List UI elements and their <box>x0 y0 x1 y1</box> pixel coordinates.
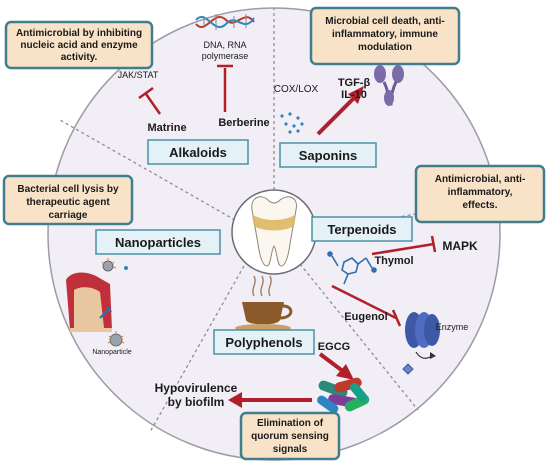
tgf-label: TGF-β <box>338 77 371 89</box>
saponins-effect-line-1: Microbial cell death, anti- <box>325 16 444 27</box>
terpenoids-label: Terpenoids <box>327 222 396 237</box>
alkaloids-label: Alkaloids <box>169 145 227 160</box>
antibody-receptor-icon <box>374 65 404 106</box>
hypovirulence-line-2: by biofilm <box>168 395 225 409</box>
saponins-effect-line-2: inflammatory, immune <box>332 29 438 40</box>
molecule-icon <box>327 251 377 285</box>
nanoparticles-effect-line-1: Bacterial cell lysis by <box>17 184 119 195</box>
saponin-dots-icon <box>280 112 304 134</box>
nanoparticles-effect-line-2: therapeutic agent <box>26 197 110 208</box>
alkaloids-effect-line-2: nucleic acid and enzyme <box>20 40 138 51</box>
nanoparticles-effect-box <box>2 174 134 226</box>
terpenoids-effect-line-2: inflammatory, <box>448 187 513 198</box>
alkaloids-effect-line-1: Antimicrobial by inhibiting <box>16 28 142 39</box>
saponins-effect-box <box>309 6 461 66</box>
alkaloids-effect-box <box>4 20 154 70</box>
polyphenols-label: Polyphenols <box>225 335 302 350</box>
saponins-arrow <box>316 86 364 136</box>
polyphenols-effect-line-3: signals <box>273 444 308 455</box>
bacteria-icon <box>317 377 370 414</box>
saponins-box <box>279 142 377 168</box>
terpenoids-effect-box <box>414 164 546 224</box>
matrine-label: Matrine <box>147 122 186 134</box>
matrine-inhibit-line <box>138 86 162 115</box>
dna-helix-icon <box>195 14 255 30</box>
eugenol-label: Eugenol <box>344 311 387 323</box>
polyphenols-box <box>213 329 315 355</box>
cox-lox-label: COX/LOX <box>274 84 319 95</box>
hypovirulence-line-1: Hypovirulence <box>155 381 238 395</box>
nanoparticles-effect-line-3: carriage <box>49 210 88 221</box>
enzyme-icon <box>402 312 440 375</box>
tooth-icon <box>251 196 297 267</box>
nanoparticle-icon <box>99 258 128 347</box>
jak-stat-label: JAK/STAT <box>118 70 159 80</box>
hypovirulence-arrow <box>228 392 312 408</box>
berberine-inhibit-line <box>217 64 233 112</box>
terpenoids-effect-line-3: effects. <box>462 200 497 211</box>
terpenoids-effect-line-1: Antimicrobial, anti- <box>435 174 526 185</box>
alkaloids-effect-line-3: activity. <box>61 52 98 63</box>
saponins-label: Saponins <box>299 148 358 163</box>
dna-rna-label-1: DNA, RNA <box>203 40 246 50</box>
nanoparticles-label: Nanoparticles <box>115 235 201 250</box>
polyphenols-effect-line-2: quorum sensing <box>251 431 329 442</box>
terpenoids-box <box>311 216 413 242</box>
berberine-label: Berberine <box>218 117 269 129</box>
egcg-label: EGCG <box>318 341 350 353</box>
nanoparticles-box <box>95 229 221 255</box>
alkaloids-box <box>147 139 249 165</box>
thymol-label: Thymol <box>374 255 413 267</box>
thymol-inhibit-line <box>371 235 437 256</box>
saponins-effect-line-3: modulation <box>358 42 412 53</box>
nanoparticle-label: Nanoparticle <box>92 349 131 356</box>
polyphenols-effect-box <box>239 411 341 461</box>
dna-rna-label-2: polymerase <box>202 51 249 61</box>
gum-tissue-icon <box>66 272 112 332</box>
egcg-arrow <box>318 352 354 380</box>
polyphenols-effect-line-1: Elimination of <box>257 418 324 429</box>
enzyme-label: Enzyme <box>436 322 469 332</box>
eugenol-inhibit-line <box>331 284 402 327</box>
mapk-label: MAPK <box>442 239 478 253</box>
il10-label: IL-10 <box>341 89 367 101</box>
